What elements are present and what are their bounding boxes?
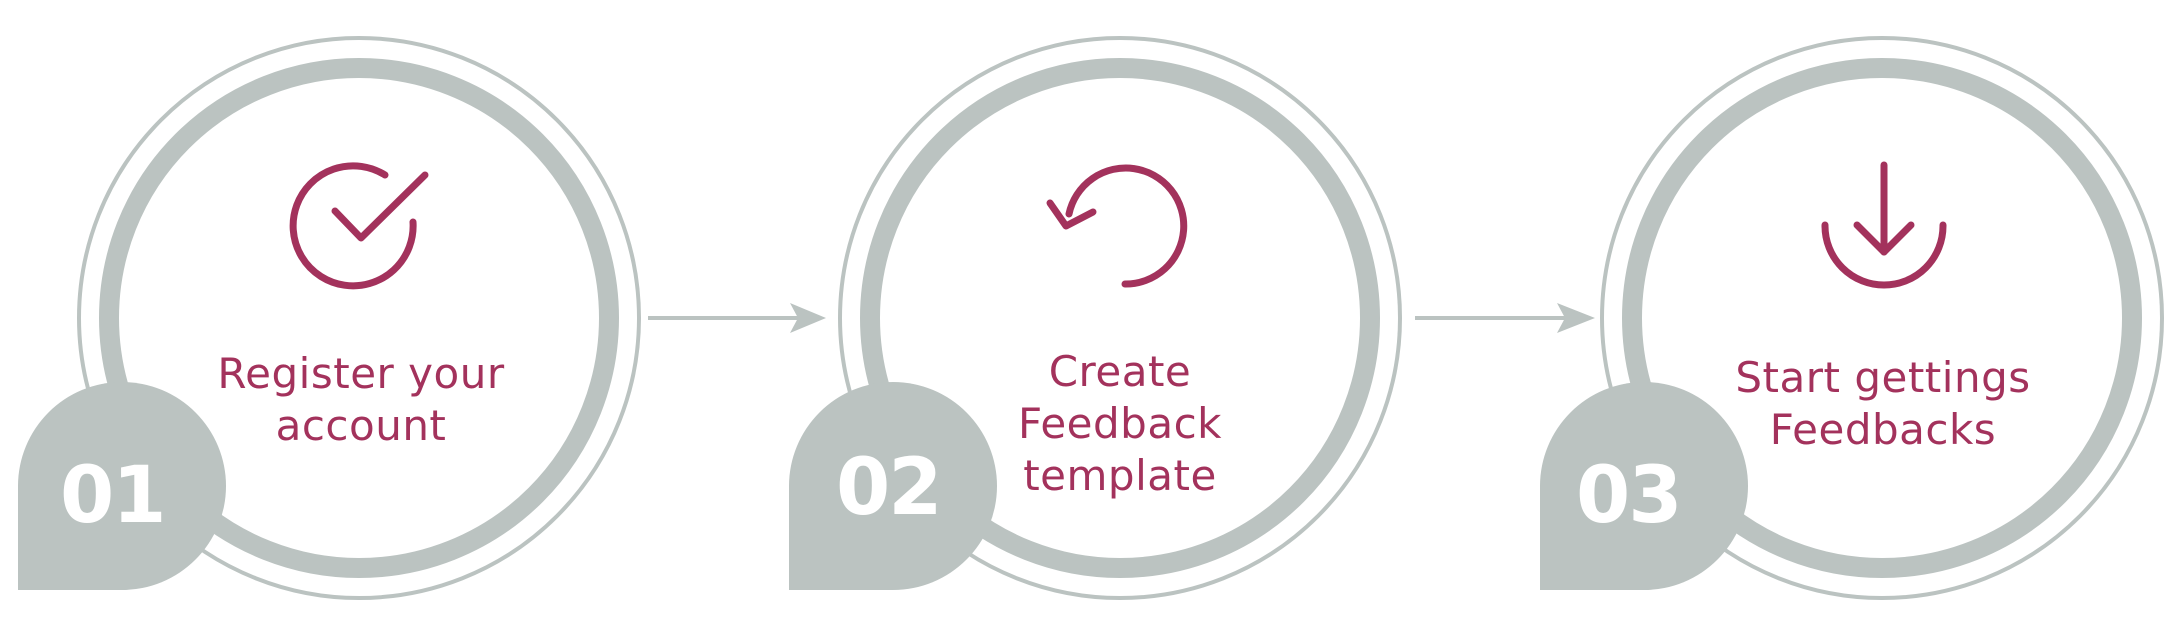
check-circle-icon <box>289 162 429 290</box>
arrow-1-to-2 <box>648 303 826 333</box>
step-2-label-line1: Create Feedback <box>1017 347 1222 448</box>
download-arrow-icon <box>1821 161 1947 289</box>
step-2-label-line2: template <box>1023 451 1217 500</box>
step-3-inner-ring <box>1622 58 2142 578</box>
rotate-arrow-icon <box>1046 164 1188 288</box>
step-2 <box>789 36 1402 600</box>
step-1-outer-ring <box>77 36 641 600</box>
step-2-number: 02 <box>836 443 943 533</box>
step-3-label: Start gettings Feedbacks <box>1703 352 2063 456</box>
step-3 <box>1540 36 2164 600</box>
step-3-badge <box>1540 382 1748 590</box>
step-2-badge <box>789 382 997 590</box>
step-2-label: Create Feedback template <box>940 346 1300 502</box>
step-1 <box>18 36 641 600</box>
step-3-number: 03 <box>1576 451 1683 541</box>
step-1-label-line2: account <box>275 401 447 450</box>
step-1-number: 01 <box>60 451 167 541</box>
arrow-2-to-3 <box>1415 303 1595 333</box>
step-3-label-line2: Feedbacks <box>1769 405 1997 454</box>
step-2-inner-ring <box>860 58 1380 578</box>
step-3-outer-ring <box>1600 36 2164 600</box>
step-1-badge <box>18 382 226 590</box>
step-1-label-line1: Register your <box>217 349 505 398</box>
step-3-label-line1: Start gettings <box>1735 353 2031 402</box>
step-2-outer-ring <box>838 36 1402 600</box>
step-1-inner-ring <box>99 58 619 578</box>
step-1-label: Register your account <box>181 348 541 452</box>
